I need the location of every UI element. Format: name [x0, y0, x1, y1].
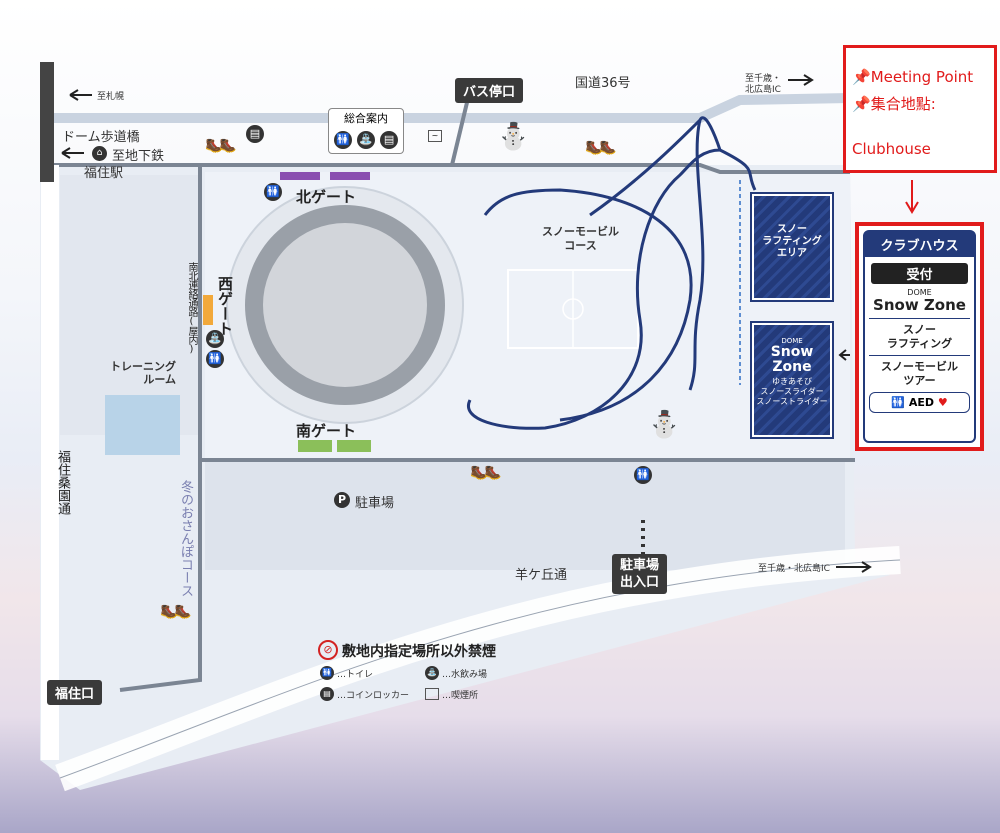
- meeting-point-line3: Clubhouse: [852, 140, 931, 158]
- aed-heart-icon: ♥: [937, 396, 948, 409]
- dome-snow-label: Snow: [770, 344, 814, 360]
- locker-icon-top: ▤: [246, 125, 264, 143]
- boots-icon-2: 🥾🥾: [585, 140, 617, 156]
- legend-water-icon: ⛲: [425, 666, 439, 680]
- arrow-left-sapporo-icon: [69, 89, 92, 101]
- pond: [105, 395, 180, 455]
- parking-area: [205, 460, 845, 570]
- parking-label: 駐車場: [355, 496, 395, 511]
- smoking-area-icon: ~: [428, 130, 442, 142]
- hitsujigaoka-edge: [59, 559, 901, 779]
- training-room-label: トレーニング ルーム: [110, 360, 176, 386]
- snowman-icon-1: ⛄: [497, 122, 530, 152]
- fukuzumi-kuwaen-label: 福住桑園通: [55, 450, 70, 515]
- reception-label: 受付: [871, 263, 968, 284]
- arrow-right-bottom-icon: [836, 561, 872, 573]
- dome-bridge-label: ドーム歩道橋: [62, 130, 140, 145]
- pushpin-icon: 📌: [852, 95, 871, 113]
- snowmobile-course: [466, 116, 757, 430]
- winter-walk-label: 冬のおさんぽコース: [178, 480, 193, 597]
- bus-stop-label[interactable]: バス停口: [455, 78, 524, 103]
- clubhouse-snowmobile-label: スノーモービル ツアー: [881, 360, 958, 387]
- arrow-right-top-icon: [788, 74, 814, 86]
- parking-gate-label[interactable]: 駐車場 出入口: [612, 554, 668, 594]
- clubhouse-divider-2: [869, 355, 970, 356]
- clubhouse-title: クラブハウス: [865, 232, 974, 257]
- legend-toilet-icon: 🚻: [320, 666, 334, 680]
- water-fountain-icon-west: ⛲: [206, 330, 224, 348]
- legend-locker-label: …コインロッカー: [337, 691, 410, 701]
- dome-activities-label: ゆきあそび スノースライダー スノーストライダー: [756, 377, 828, 406]
- meeting-point-line2: 📌集合地點:: [852, 95, 936, 113]
- south-gate-bar-1: [298, 440, 332, 452]
- parking-icon: P: [334, 492, 350, 508]
- legend-toilet-label: …トイレ: [337, 670, 374, 680]
- toilet-icon: 🚻: [333, 131, 352, 149]
- north-gate-bar-2: [330, 172, 370, 180]
- boots-icon-1: 🥾🥾: [205, 138, 237, 154]
- locker-icon: ▤: [380, 131, 399, 149]
- pushpin-icon: 📌: [852, 68, 871, 86]
- north-south-passage-label: 南北連絡通路(屋内): [186, 262, 197, 354]
- info-label: 総合案内: [344, 112, 388, 125]
- dome-small-label: DOME: [781, 337, 803, 345]
- toilet-icon-west: 🚻: [206, 350, 224, 368]
- arrow-left-subway-icon: [61, 147, 84, 159]
- clubhouse-footer: 🚻 AED ♥: [869, 392, 970, 413]
- rafting-area-zone[interactable]: スノー ラフティング エリア: [750, 192, 834, 302]
- west-buildings: [60, 175, 200, 435]
- legend-locker-icon: ▤: [320, 687, 334, 701]
- route36-road: [40, 93, 851, 123]
- fukuzumi-station-label: 福住駅: [84, 166, 124, 181]
- arrow-left-clubhouse-icon: [838, 349, 850, 361]
- west-path: [119, 165, 202, 692]
- info-box: 総合案内 🚻 ⛲ ▤: [328, 108, 404, 154]
- route36-label: 国道36号: [575, 76, 631, 91]
- boots-icon-3: 🥾🥾: [470, 465, 502, 481]
- no-smoking-icon: ⊘: [318, 640, 338, 660]
- dome-snow-zone[interactable]: DOME Snow Zone ゆきあそび スノースライダー スノーストライダー: [750, 321, 834, 439]
- water-fountain-icon: ⛲: [357, 131, 375, 149]
- boots-icon-4: 🥾🥾: [160, 604, 192, 620]
- meeting-point-box: 📌Meeting Point 📌集合地點: Clubhouse: [843, 45, 997, 173]
- toilet-icon-north: 🚻: [264, 183, 282, 201]
- fukuzumi-gate-label[interactable]: 福住口: [47, 680, 103, 705]
- snowman-icon-2: ⛄: [648, 410, 681, 440]
- subway-icon: ⌂: [92, 146, 107, 161]
- north-path: [40, 163, 850, 174]
- legend-smoking-icon: [425, 688, 439, 700]
- clubhouse-snow-zone-label: Snow Zone: [873, 296, 966, 314]
- toilet-icon-south: 🚻: [634, 466, 652, 484]
- clubhouse-panel[interactable]: クラブハウス 受付 DOME Snow Zone スノー ラフティング スノーモ…: [855, 222, 984, 451]
- north-gate-label: 北ゲート: [296, 188, 357, 206]
- hitsujigaoka-label: 羊ケ丘通: [515, 568, 568, 583]
- to-sapporo-label: 至札幌: [97, 92, 125, 102]
- clubhouse-rafting-label: スノー ラフティング: [886, 323, 953, 350]
- aed-label: AED: [908, 396, 934, 409]
- dome-zone-label: Zone: [772, 359, 812, 375]
- legend-water-label: …水飲み場: [442, 670, 488, 680]
- dome-roof: [263, 223, 427, 387]
- meeting-point-line1: 📌Meeting Point: [852, 68, 974, 86]
- west-gate-bar: [203, 295, 213, 325]
- pitch-circle: [562, 298, 584, 320]
- to-chitose-top-label: 至千歳・ 北広島IC: [745, 74, 782, 95]
- arrow-down-icon: [905, 180, 919, 214]
- south-gate-bar-2: [337, 440, 371, 452]
- snowmobile-course-label: スノーモービル コース: [542, 225, 619, 252]
- south-gate-label: 南ゲート: [296, 422, 357, 440]
- to-chitose-bottom-label: 至千歳・北広島IC: [758, 564, 830, 574]
- to-subway-label: 至地下鉄: [112, 149, 165, 164]
- rafting-area-label: スノー ラフティング エリア: [762, 224, 822, 259]
- toilet-icon-clubhouse: 🚻: [891, 396, 905, 409]
- clubhouse-dome-label: DOME: [907, 288, 932, 297]
- west-gate-label: 西ゲート: [216, 276, 234, 336]
- north-gate-bar-1: [280, 172, 320, 180]
- legend-smoking-label: …喫煙所: [442, 691, 479, 701]
- clubhouse-divider-1: [869, 318, 970, 319]
- dome-bridge: [40, 62, 54, 182]
- no-smoking-label: 敷地内指定場所以外禁煙: [342, 644, 496, 660]
